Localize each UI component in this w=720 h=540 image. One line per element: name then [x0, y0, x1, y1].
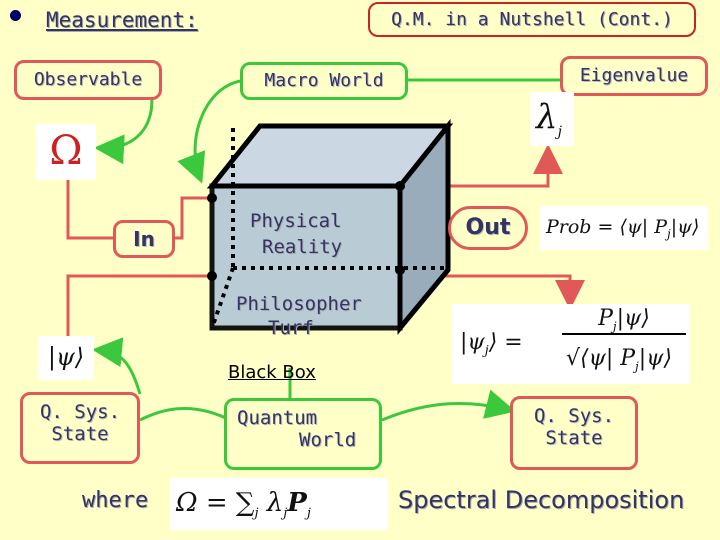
eigenvalue-label: Eigenvalue [560, 56, 708, 96]
psi-j-num: P [598, 306, 613, 331]
psi-j-num-end: |ψ⟩ [617, 306, 650, 331]
lambda-symbol: λ [536, 97, 558, 137]
prob-lhs: Prob = ⟨ψ| P [546, 216, 667, 238]
physical-reality-line2: Reality [250, 234, 360, 260]
page-heading: Measurement: [46, 8, 198, 32]
q-sys-state-right-line2: State [513, 427, 635, 449]
omega-operator: Ω [36, 124, 96, 180]
cube-port-dot [207, 193, 217, 203]
spectral-sub1: j [254, 506, 258, 521]
in-label: In [113, 220, 175, 258]
cube-port-dot [207, 271, 217, 281]
psi-j-eq: ⟩ = [489, 330, 523, 355]
quantum-world-label: Quantum World [224, 398, 382, 470]
spectral-decomposition-label: Spectral Decomposition [398, 486, 684, 514]
wire-qsys-to-psi [98, 350, 140, 394]
spectral-p: P [287, 488, 307, 518]
bullet-icon [10, 10, 21, 21]
wire-omega-to-in [68, 180, 113, 238]
q-sys-state-right: Q. Sys. State [510, 396, 638, 470]
wire-in-to-cube [175, 198, 212, 238]
q-sys-state-left-line1: Q. Sys. [23, 401, 137, 423]
philosopher-turf-line1: Philosopher [236, 292, 376, 316]
psi-j-den: ⟨ψ| P [580, 346, 635, 371]
spectral-lambda: λ [267, 488, 283, 518]
prob-end: |ψ⟩ [671, 216, 700, 238]
lambda-subscript: j [558, 124, 562, 140]
psi-j-formula: |ψj⟩ = Pj|ψ⟩ √⟨ψ| Pj|ψ⟩ [452, 304, 690, 384]
wire-psi-to-cube [68, 276, 212, 337]
out-label: Out [448, 206, 528, 250]
where-label: where [82, 488, 148, 513]
psi-ket: |ψ⟩ [38, 336, 94, 380]
page-title: Q.M. in a Nutshell (Cont.) [368, 2, 696, 37]
lambda-j-formula: λj [530, 92, 574, 146]
psi-j-den-end: |ψ⟩ [639, 346, 672, 371]
q-sys-state-right-line1: Q. Sys. [513, 405, 635, 427]
q-sys-state-left: Q. Sys. State [20, 392, 140, 464]
black-box-label: Black Box [228, 362, 316, 383]
cube-port-dot [395, 181, 405, 191]
spectral-sub3: j [307, 506, 311, 521]
physical-reality-line1: Physical [250, 208, 360, 234]
physical-reality-label: Physical Reality [250, 208, 360, 260]
spectral-formula: Ω = ∑j λjPj [170, 478, 388, 530]
cube-port-dot [395, 265, 405, 275]
probability-formula: Prob = ⟨ψ| Pj|ψ⟩ [540, 206, 708, 250]
psi-j-lhs: |ψ [460, 330, 485, 355]
wire-quantum-right [382, 403, 510, 420]
quantum-world-line2: World [237, 429, 379, 451]
q-sys-state-left-line2: State [23, 423, 137, 445]
observable-label: Observable [14, 60, 162, 100]
spectral-lhs: Ω = ∑ [176, 488, 254, 518]
quantum-world-line1: Quantum [237, 407, 379, 429]
wire-quantum-left [140, 408, 230, 420]
macro-world-label: Macro World [240, 62, 408, 100]
philosopher-turf-label: Philosopher Turf [236, 292, 376, 340]
philosopher-turf-line2: Turf [236, 316, 376, 340]
